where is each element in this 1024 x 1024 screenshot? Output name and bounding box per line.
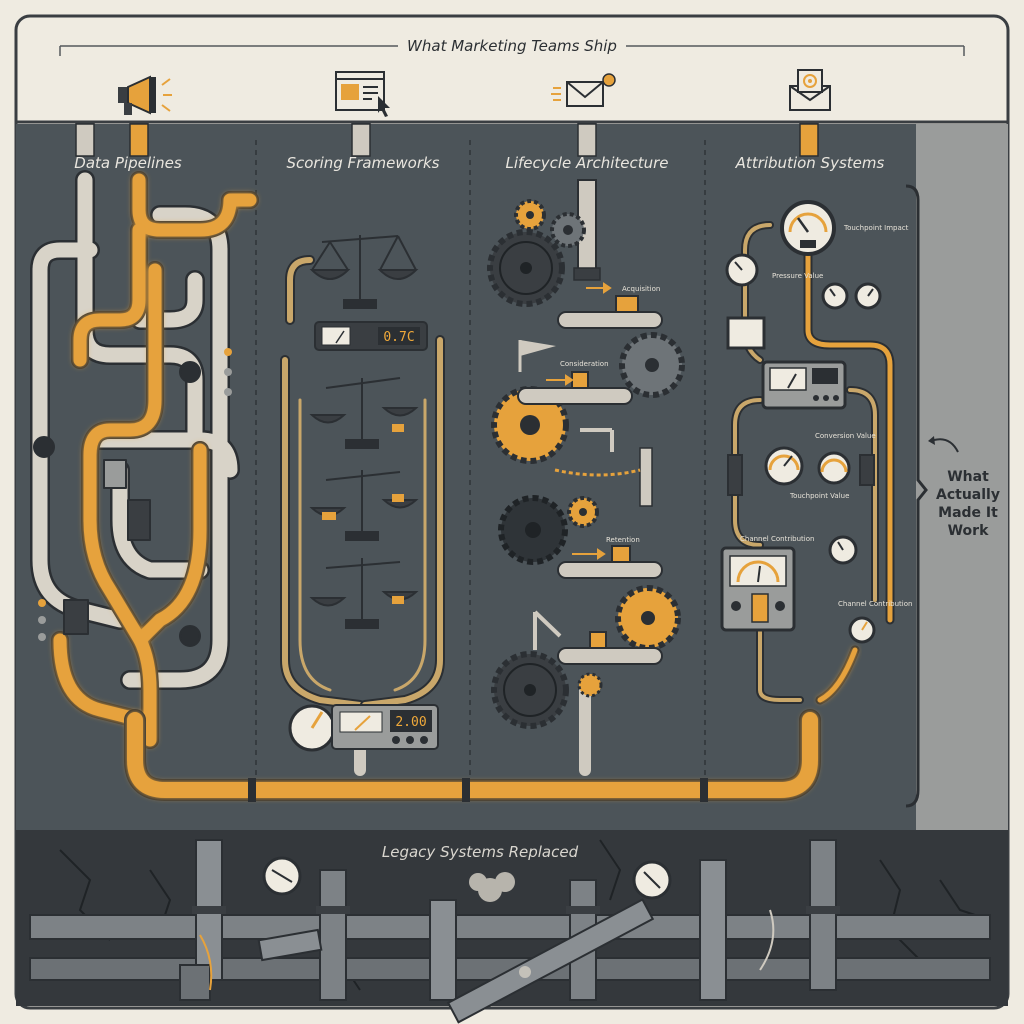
gear-icon [550,212,586,248]
gear-icon [567,496,599,528]
scoring-readout-top: 0.7C [383,330,414,345]
data-pipelines-network [30,170,259,749]
column-title-lifecycle-architecture: Lifecycle Architecture [505,154,668,172]
gear-icon [491,651,569,729]
scale-icon [309,235,419,309]
attribution-label-channel-contribution-2: Channel Contribution [838,600,912,608]
attribution-label-pressure: Pressure Value [772,272,823,280]
scoring-readout-bottom: 2.00 [395,715,426,730]
scale-icon [309,470,419,541]
gear-icon [487,229,565,307]
sidebar-text-line-3: Made It [938,505,998,521]
inlet-pipes [75,123,819,157]
megaphone-icon [118,75,172,115]
header-title: What Marketing Teams Ship [407,37,617,55]
control-panel [761,360,847,410]
legacy-systems-label: Legacy Systems Replaced [382,843,579,861]
sidebar-panel [916,124,1008,830]
sidebar-text-line-4: Work [948,523,989,539]
attribution-label-conversion: Conversion Value [815,432,876,440]
scoring-meter-bottom: 2.00 [288,704,439,752]
gauge-icon [262,856,672,900]
column-title-attribution-systems: Attribution Systems [735,154,885,172]
lifecycle-label-acquisition: Acquisition [622,285,660,293]
attribution-label-channel-contribution: Channel Contribution [740,535,814,543]
legacy-systems-area: Legacy Systems Replaced [29,839,991,1024]
attribution-label-touchpoint: Touchpoint Impact [843,224,909,232]
column-title-data-pipelines: Data Pipelines [74,154,182,172]
column-title-scoring-frameworks: Scoring Frameworks [286,154,439,172]
gauge-icon [725,253,759,287]
scale-icon [309,558,419,629]
target-envelope-icon [789,69,831,111]
lifecycle-label-consideration: Consideration [560,360,609,368]
scale-icon [309,377,419,449]
main-panel [16,124,916,830]
gauge-icon [821,282,882,310]
gauge-icon [780,200,836,256]
gear-icon [615,585,681,651]
gear-icon [491,386,569,464]
sidebar-text-line-2: Actually [936,487,1000,503]
sidebar-callout: What Actually Made It Work [905,184,1000,808]
lifecycle-label-retention: Retention [606,536,640,544]
notification-envelope-icon [551,73,616,107]
webpage-cursor-icon [335,71,390,117]
gear-icon [498,495,568,565]
gauge-icon [727,446,875,496]
gauge-icon [828,535,876,644]
scoring-frameworks-network [280,255,445,710]
steam-cloud [469,872,531,978]
scoring-meter-top: 0.7C [314,321,428,351]
main-gauge-panel [720,546,796,632]
attribution-systems-network: Touchpoint Impact Pressure Value Convers… [720,200,912,705]
gear-icon [619,332,685,398]
gear-icon [514,199,546,231]
lifecycle-architecture-machinery: Acquisition Consideration Retention [487,179,685,729]
attribution-label-touchpoint-value: Touchpoint Value [789,492,849,500]
meter-box [726,316,766,350]
header-band: What Marketing Teams Ship [59,37,965,56]
sidebar-text-line-1: What [947,469,989,485]
collector-pipe [124,684,821,802]
gear-icon [577,672,603,698]
